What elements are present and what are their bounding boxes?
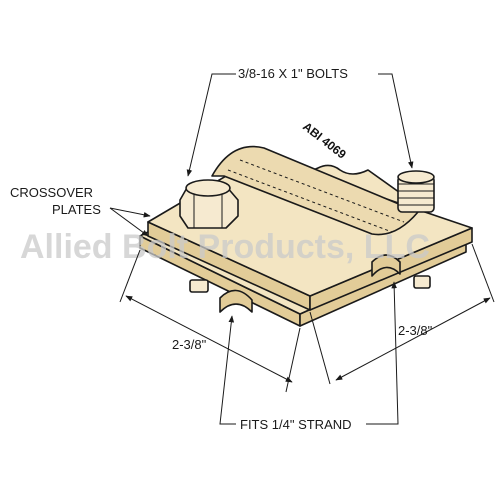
threaded-bolt-stud: [397, 170, 435, 213]
strand-fit-label: FITS 1/4" STRAND: [240, 417, 352, 432]
hex-bolt-head: [179, 179, 239, 229]
watermark-text: Allied Bolt Products, LLC: [20, 228, 430, 266]
lower-bolt-stubs: [189, 275, 431, 293]
right-dimension-label: 2-3/8": [398, 323, 433, 338]
strand-callout: FITS 1/4" STRAND: [219, 281, 399, 432]
bolt-callout: 3/8-16 X 1" BOLTS: [186, 66, 414, 177]
left-dimension-label: 2-3/8": [172, 337, 207, 352]
crossover-plates-callout: CROSSOVER PLATES: [10, 185, 151, 237]
part-number-label: ABI 4069: [300, 119, 349, 161]
right-width-dimension: 2-3/8": [309, 243, 495, 385]
left-width-dimension: 2-3/8": [119, 249, 301, 393]
bolt-spec-label: 3/8-16 X 1" BOLTS: [238, 66, 348, 81]
crossover-label-line1: CROSSOVER: [10, 185, 93, 200]
crossover-label-line2: PLATES: [52, 202, 101, 217]
